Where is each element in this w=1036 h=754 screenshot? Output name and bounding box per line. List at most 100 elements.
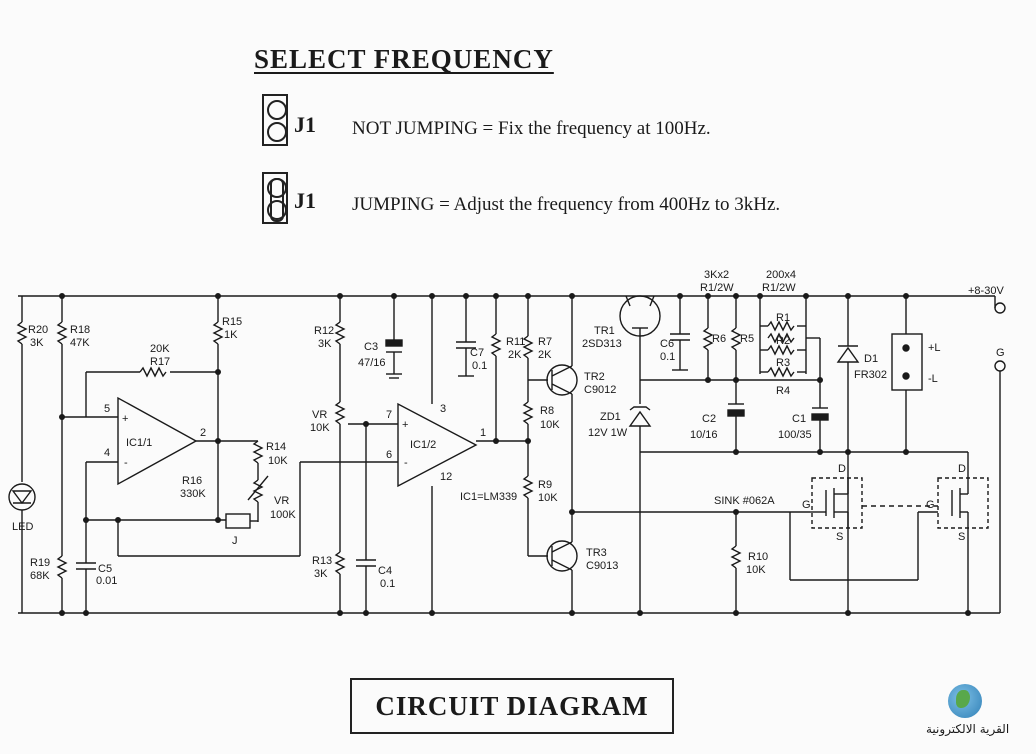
label: FR302 (854, 369, 887, 381)
page-title: SELECT FREQUENCY (254, 44, 554, 74)
label: R5 (740, 333, 754, 345)
label: R15 (222, 316, 242, 328)
r3-resistor (767, 366, 795, 378)
mosfet-2 (937, 477, 989, 529)
c1-capacitor (811, 413, 829, 421)
load-pos-label: +L (928, 342, 941, 354)
r10-resistor (730, 545, 742, 569)
c3-capacitor (385, 339, 403, 347)
label: D (838, 463, 846, 475)
label: R17 (150, 356, 170, 368)
label: 3K (318, 338, 332, 350)
label: R11 (506, 336, 525, 348)
label: 3K (314, 568, 328, 580)
label: C5 (98, 563, 112, 575)
label: 7 (386, 409, 392, 421)
label: 2K (538, 349, 552, 361)
ic-note: IC1=LM339 (460, 491, 517, 503)
r6-resistor (702, 327, 714, 351)
label: 2K (508, 349, 522, 361)
mosfet-1 (811, 477, 863, 529)
group-rating: R1/2W (762, 282, 796, 294)
label: 6 (386, 449, 392, 461)
ground-terminal (994, 360, 1006, 372)
vr2-potentiometer (334, 401, 346, 425)
logo-caption: القرية الالكترونية (926, 722, 1010, 736)
label: TR2 (584, 371, 605, 383)
footer-title: CIRCUIT DIAGRAM (350, 678, 674, 734)
jumper-label: J1 (294, 188, 316, 213)
jumper-description: NOT JUMPING = Fix the frequency at 100Hz… (352, 118, 711, 139)
supply-terminal (994, 302, 1006, 314)
label: C2 (702, 413, 716, 425)
label: R9 (538, 479, 552, 491)
label: R2 (776, 335, 790, 347)
label: R14 (266, 441, 286, 453)
label: + (122, 413, 128, 425)
group-label: 3Kx2 (704, 269, 729, 281)
label: TR3 (586, 547, 607, 559)
label: R4 (776, 385, 790, 397)
label: 10/16 (690, 429, 718, 441)
r9-resistor (522, 475, 534, 499)
label: R12 (314, 325, 334, 337)
label: + (402, 419, 408, 431)
tr2-transistor (546, 364, 578, 396)
label: C9013 (586, 560, 618, 572)
group-label: 200x4 (766, 269, 796, 281)
label: 100/35 (778, 429, 812, 441)
d1-diode (836, 345, 860, 363)
label: C9012 (584, 384, 616, 396)
ground-label: G (996, 347, 1005, 359)
load-connector (891, 333, 923, 391)
r7-resistor (522, 335, 534, 359)
label: 68K (30, 570, 50, 582)
ic1a-opamp (117, 396, 198, 486)
label: 1 (480, 427, 486, 439)
globe-logo-icon (948, 684, 982, 718)
led-icon (8, 483, 36, 511)
label: VR (312, 409, 327, 421)
label: 2SD313 (582, 338, 622, 350)
label: 12V 1W (588, 427, 628, 439)
label: 1K (224, 329, 238, 341)
label: 5 (104, 403, 110, 415)
label: 12 (440, 471, 452, 483)
label: IC1/2 (410, 439, 436, 451)
label: D1 (864, 353, 878, 365)
r1-resistor (767, 320, 795, 332)
r2-resistor (767, 344, 795, 356)
label: C6 (660, 338, 674, 350)
led-label: LED (12, 521, 33, 533)
label: R10 (748, 551, 768, 563)
r13-resistor (334, 551, 346, 575)
label: 10K (540, 419, 560, 431)
label: 10K (310, 422, 330, 434)
label: 0.1 (380, 578, 395, 590)
label: 10K (268, 455, 288, 467)
r17-resistor (139, 366, 167, 378)
r5-resistor (730, 327, 742, 351)
load-neg-label: -L (928, 373, 938, 385)
label: S (836, 531, 843, 543)
label: R7 (538, 336, 552, 348)
r18-resistor (56, 321, 68, 345)
label: R13 (312, 555, 332, 567)
label: 0.1 (472, 360, 487, 372)
junction-dots (59, 293, 971, 616)
label: 3 (440, 403, 446, 415)
label: R19 (30, 557, 50, 569)
label: D (958, 463, 966, 475)
r12-resistor (334, 321, 346, 345)
label: IC1/1 (126, 437, 152, 449)
r20-resistor (16, 321, 28, 345)
c2-capacitor (727, 409, 745, 417)
label: 330K (180, 488, 206, 500)
label: 4 (104, 447, 110, 459)
jumper-description: JUMPING = Adjust the frequency from 400H… (352, 194, 781, 215)
label: C7 (470, 347, 484, 359)
label: 0.01 (96, 575, 117, 587)
label: R3 (776, 357, 790, 369)
label: - (124, 457, 128, 469)
jumper-closed-icon (262, 172, 288, 224)
